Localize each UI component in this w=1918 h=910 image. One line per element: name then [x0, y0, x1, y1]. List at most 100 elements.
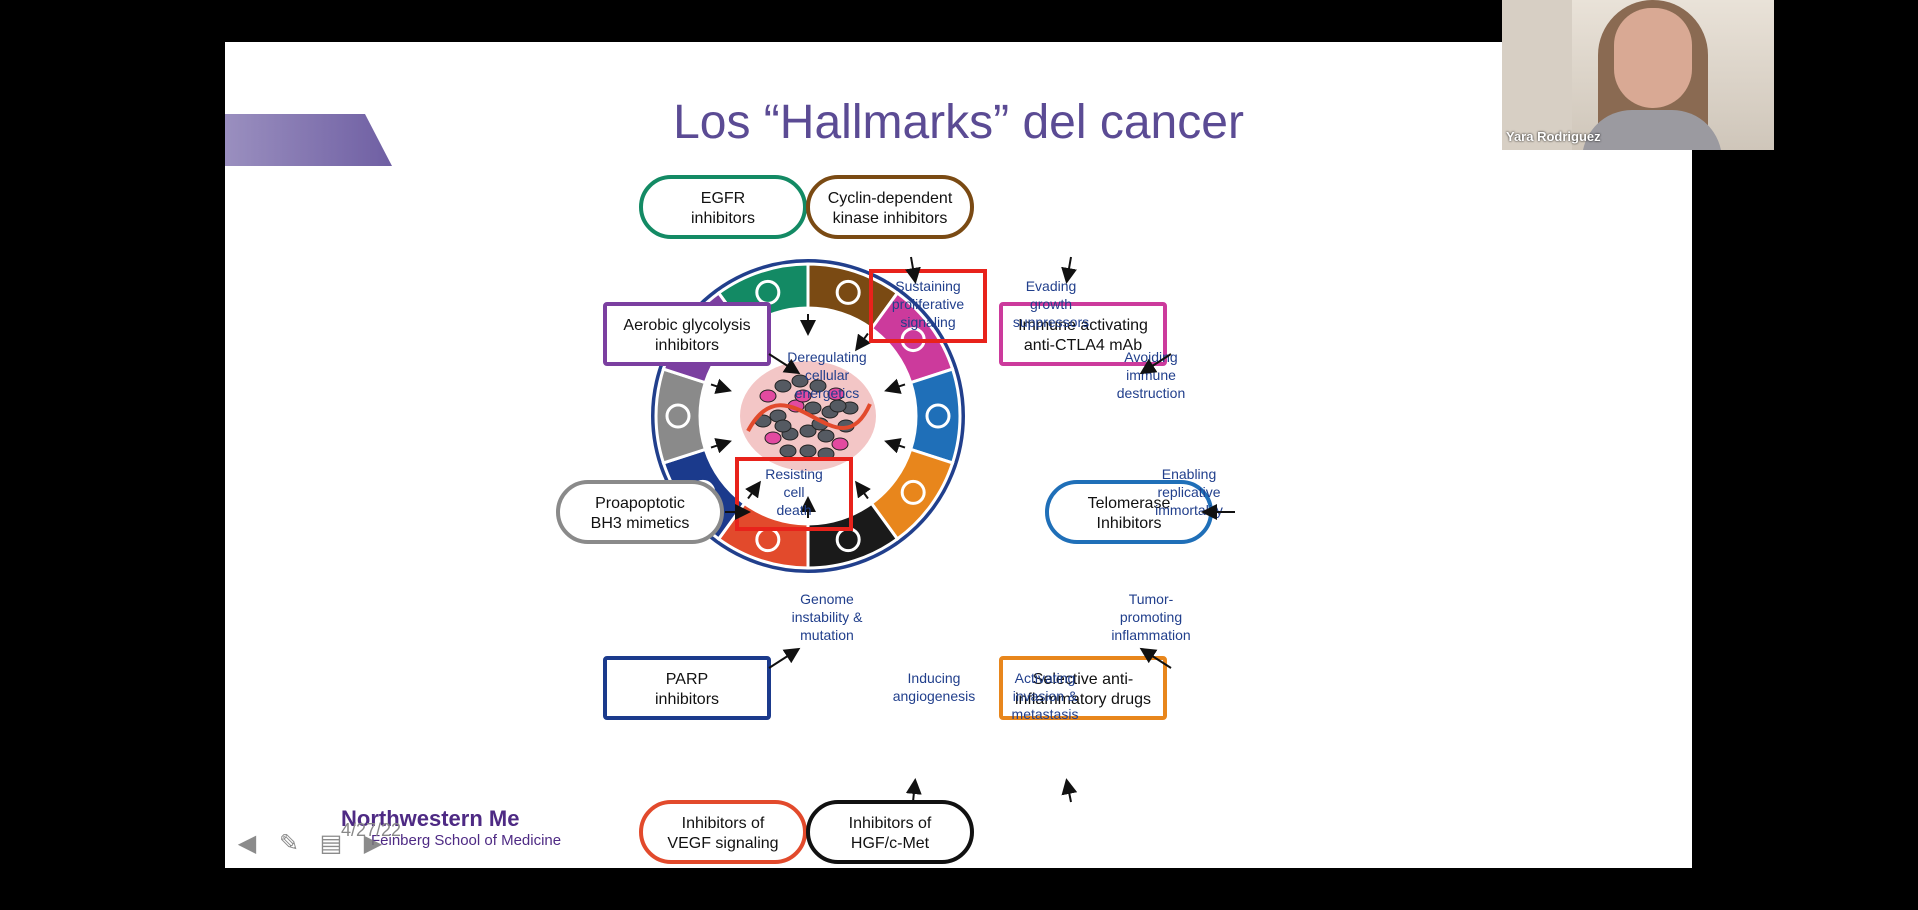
drug-label: EGFR — [701, 190, 745, 207]
hallmark-label: Deregulating — [787, 349, 866, 365]
slide-navigation: ◀ ✎ ▤ ▶ — [233, 830, 387, 858]
tumor-cell — [764, 431, 782, 445]
drug-label: BH3 mimetics — [591, 515, 690, 532]
hallmark-label: growth — [1030, 296, 1072, 312]
drug-aerobic: Aerobic glycolysis inhibitors — [603, 302, 771, 366]
drug-label: Telomerase — [1088, 495, 1171, 512]
tumor-cell — [817, 429, 835, 443]
hallmark-label: metastasis — [1012, 706, 1079, 722]
connector-arrow — [1061, 256, 1077, 284]
tumor-cell — [774, 419, 792, 433]
drug-label: kinase inhibitors — [833, 210, 948, 227]
title-accent-bar — [225, 114, 392, 166]
inner-arrow — [710, 378, 732, 394]
hallmark-invasion: Activating invasion & metastasis — [1012, 670, 1079, 722]
pen-icon[interactable]: ✎ — [278, 830, 300, 857]
blood-vessel — [746, 403, 872, 432]
previous-slide-icon[interactable]: ◀ — [237, 830, 257, 857]
hallmark-label: Evading — [1026, 278, 1077, 294]
hallmark-label: suppressors — [1013, 314, 1089, 330]
slide-title: Los “Hallmarks” del cancer — [673, 96, 1244, 149]
connector-arrow — [768, 353, 801, 375]
hallmark-label: Activating — [1015, 670, 1076, 686]
hallmark-label: Inducing — [908, 670, 961, 686]
infinity-icon — [925, 403, 951, 429]
drug-label: Inhibitors of — [849, 815, 932, 832]
tumor-cell — [774, 379, 792, 393]
hallmark-label: inflammation — [1111, 627, 1190, 643]
tumor-cell — [759, 389, 777, 403]
menu-icon[interactable]: ▤ — [319, 830, 343, 857]
hallmark-label: Tumor- — [1129, 591, 1174, 607]
inner-arrow — [884, 438, 906, 454]
inner-arrow — [710, 438, 732, 454]
inner-arrow — [855, 480, 871, 500]
drug-ctla4: Immune activating anti-CTLA4 mAb — [999, 302, 1167, 366]
ring-outline — [651, 259, 965, 573]
tumor-cell — [799, 424, 817, 438]
hallmark-label: invasion & — [1013, 688, 1078, 704]
drug-label: Inhibitors — [1097, 515, 1162, 532]
video-background — [1502, 0, 1572, 150]
connector-arrow — [905, 256, 921, 284]
hallmark-label: proliferative — [892, 296, 965, 312]
highlight-box — [735, 457, 853, 531]
logo-sub-text: Feinberg School of Medicine — [371, 832, 562, 849]
hallmark-label: Resisting — [765, 466, 823, 482]
connector-arrow — [1139, 353, 1172, 375]
northwestern-logo: Northwestern Me Feinberg School of Medic… — [341, 806, 561, 849]
drug-label: inflammatory drugs — [1015, 691, 1151, 708]
slide-date: 4/27/22 — [341, 820, 402, 840]
drug-label: inhibitors — [655, 691, 719, 708]
drug-label: anti-CTLA4 mAb — [1024, 337, 1142, 354]
tumor-cell — [779, 444, 797, 458]
hallmark-label: Enabling — [1162, 466, 1217, 482]
participant-video[interactable]: Yara Rodriguez — [1502, 0, 1774, 150]
drug-label: Aerobic glycolysis — [623, 317, 750, 334]
inner-arrow — [884, 378, 906, 394]
participant-face — [1614, 8, 1692, 108]
drug-antiinflam: Selective anti-inflammatory drugs — [999, 656, 1167, 720]
hallmark-label: mutation — [800, 627, 854, 643]
drug-label: Immune activating — [1018, 317, 1148, 334]
drug-label: inhibitors — [691, 210, 755, 227]
drug-label: PARP — [666, 671, 708, 688]
tumor-cell — [791, 374, 809, 388]
ring-segment — [908, 367, 962, 465]
participant-name: Yara Rodriguez — [1506, 129, 1601, 144]
connector-arrow — [768, 647, 801, 669]
drug-hgf: Inhibitors of HGF/c-Met — [806, 800, 974, 864]
tumor-cell — [799, 444, 817, 458]
next-slide-icon[interactable]: ▶ — [363, 830, 383, 857]
hallmark-label: replicative — [1157, 484, 1220, 500]
drug-label: inhibitors — [655, 337, 719, 354]
logo-main-text: Northwestern Me — [341, 806, 520, 831]
drug-vegf: Inhibitors of VEGF signaling — [639, 800, 807, 864]
connector-arrow — [1139, 647, 1172, 669]
drug-label: Inhibitors of — [682, 815, 765, 832]
drug-parp: PARP inhibitors — [603, 656, 771, 720]
tumor-cell — [804, 401, 822, 415]
drug-label: Proapoptotic — [595, 495, 685, 512]
hallmark-label: signaling — [900, 314, 955, 330]
hallmark-label: cell — [783, 484, 804, 500]
tumor-cell — [829, 399, 847, 413]
connector-arrow — [1061, 778, 1078, 803]
hallmark-label: death — [776, 502, 811, 518]
highlight-box — [869, 269, 987, 343]
hallmark-label: instability & — [792, 609, 863, 625]
inner-arrow — [745, 480, 761, 500]
hallmark-genome: Genome instability & mutation — [792, 591, 863, 643]
hallmark-label: immune — [1126, 367, 1176, 383]
drug-label: HGF/c-Met — [851, 835, 930, 852]
hallmark-label: Genome — [800, 591, 854, 607]
inner-arrow — [855, 332, 871, 352]
drug-label: VEGF signaling — [667, 835, 778, 852]
